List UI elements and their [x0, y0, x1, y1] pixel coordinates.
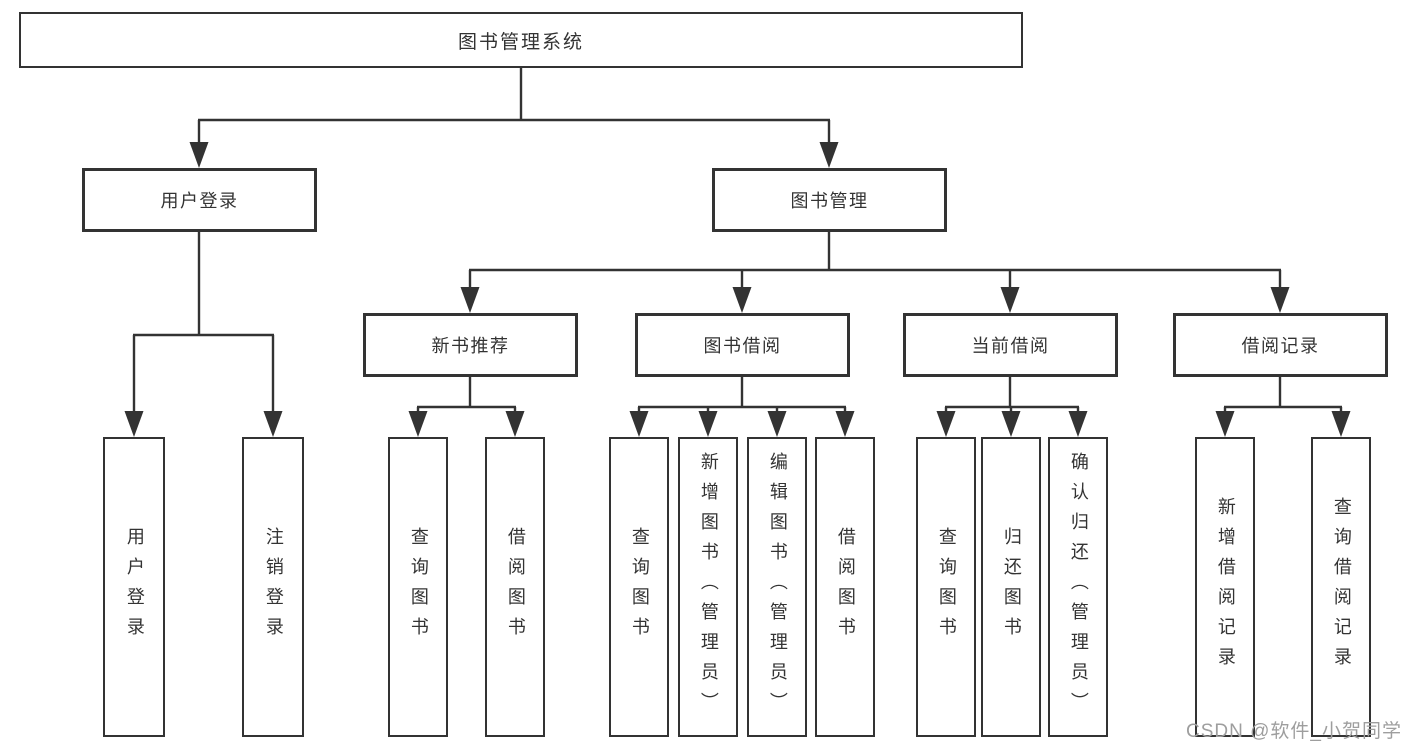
- arrow-down-icon: [767, 411, 787, 437]
- node-borrow-query-books: 查询图书: [609, 437, 669, 737]
- node-borrow-books-leaf: 借阅图书: [815, 437, 875, 737]
- arrow-down-icon: [263, 411, 283, 437]
- node-label: 新增借阅记录: [1215, 497, 1236, 677]
- connector-user-login: [124, 232, 283, 437]
- connector-new-book-recommend: [408, 377, 525, 437]
- arrow-down-icon: [1000, 287, 1020, 313]
- node-label: 新书推荐: [431, 336, 510, 356]
- node-current-query-books: 查询图书: [916, 437, 976, 737]
- connector-current-borrow: [936, 377, 1088, 437]
- arrow-down-icon: [819, 142, 839, 168]
- node-label: 注销登录: [263, 527, 284, 647]
- node-label: 图书借阅: [703, 336, 782, 356]
- connector-root: [189, 68, 839, 168]
- node-borrow-records: 借阅记录: [1173, 313, 1388, 377]
- node-label: 查询图书: [629, 527, 650, 647]
- node-label: 图书管理系统: [457, 31, 584, 53]
- arrow-down-icon: [408, 411, 428, 437]
- node-label: 新增图书（管理员）: [698, 452, 719, 722]
- node-label: 编辑图书（管理员）: [767, 452, 788, 722]
- arrow-down-icon: [124, 411, 144, 437]
- node-book-borrow: 图书借阅: [635, 313, 850, 377]
- node-label: 归还图书: [1001, 527, 1022, 647]
- node-label: 查询图书: [408, 527, 429, 647]
- connector-borrow-records: [1215, 377, 1351, 437]
- arrow-down-icon: [1215, 411, 1235, 437]
- node-new-book-recommend: 新书推荐: [363, 313, 578, 377]
- arrow-down-icon: [936, 411, 956, 437]
- arrow-down-icon: [1270, 287, 1290, 313]
- arrow-down-icon: [1331, 411, 1351, 437]
- node-library-management-system: 图书管理系统: [19, 12, 1023, 68]
- arrow-down-icon: [1068, 411, 1088, 437]
- node-add-books-admin: 新增图书（管理员）: [678, 437, 738, 737]
- arrow-down-icon: [698, 411, 718, 437]
- node-query-borrow-record: 查询借阅记录: [1311, 437, 1371, 737]
- node-book-management: 图书管理: [712, 168, 947, 232]
- connector-book-borrow: [629, 377, 855, 437]
- node-label: 图书管理: [790, 191, 869, 211]
- node-label: 用户登录: [124, 527, 145, 647]
- arrow-down-icon: [732, 287, 752, 313]
- node-label: 查询图书: [936, 527, 957, 647]
- node-recommend-query-books: 查询图书: [388, 437, 448, 737]
- arrow-down-icon: [505, 411, 525, 437]
- node-current-borrow: 当前借阅: [903, 313, 1118, 377]
- node-add-borrow-record: 新增借阅记录: [1195, 437, 1255, 737]
- arrow-down-icon: [629, 411, 649, 437]
- arrow-down-icon: [189, 142, 209, 168]
- node-recommend-borrow-books: 借阅图书: [485, 437, 545, 737]
- node-edit-books-admin: 编辑图书（管理员）: [747, 437, 807, 737]
- node-label: 当前借阅: [971, 336, 1050, 356]
- node-return-books: 归还图书: [981, 437, 1041, 737]
- arrow-down-icon: [1001, 411, 1021, 437]
- node-label: 借阅图书: [835, 527, 856, 647]
- node-label: 确认归还（管理员）: [1068, 452, 1089, 722]
- node-label: 借阅记录: [1241, 336, 1320, 356]
- node-label: 用户登录: [160, 191, 239, 211]
- watermark-text: CSDN @软件_小贺同学: [1186, 721, 1402, 742]
- node-user-login-leaf: 用户登录: [103, 437, 165, 737]
- node-label: 借阅图书: [505, 527, 526, 647]
- connector-book-management: [460, 232, 1290, 313]
- node-logout: 注销登录: [242, 437, 304, 737]
- arrow-down-icon: [460, 287, 480, 313]
- node-user-login: 用户登录: [82, 168, 317, 232]
- node-label: 查询借阅记录: [1331, 497, 1352, 677]
- arrow-down-icon: [835, 411, 855, 437]
- node-confirm-return-admin: 确认归还（管理员）: [1048, 437, 1108, 737]
